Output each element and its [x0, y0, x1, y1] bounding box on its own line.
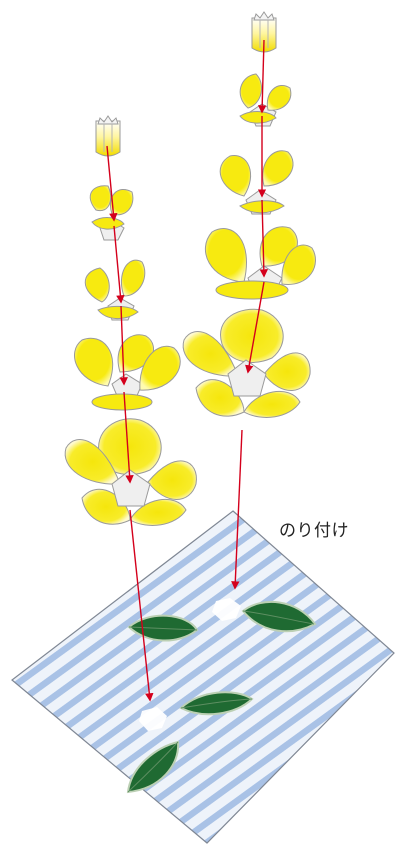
flower-bud-icon: [95, 115, 121, 157]
flower-stage-icon: [204, 226, 316, 300]
flower-stage-icon: [84, 259, 146, 321]
glue-spot-icon: [212, 598, 241, 621]
glue-caption: のり付け: [279, 521, 349, 541]
flower-stage-icon: [64, 418, 197, 526]
arrow-icon: [106, 39, 269, 702]
flower-stage-icon: [74, 334, 181, 411]
glue-spot-icon: [139, 707, 167, 731]
flower-stage-icon: [239, 73, 292, 127]
striped-cloth: [11, 510, 395, 844]
leaf-icon: [126, 740, 180, 794]
flower-bud-icon: [251, 11, 277, 53]
flower-stage-icon: [182, 308, 311, 418]
leaf-icon: [241, 600, 317, 633]
flower-stage-icon: [89, 185, 134, 241]
leaf-icon: [179, 691, 254, 716]
leaf-icon: [127, 614, 199, 642]
flower-stage-icon: [219, 150, 294, 215]
